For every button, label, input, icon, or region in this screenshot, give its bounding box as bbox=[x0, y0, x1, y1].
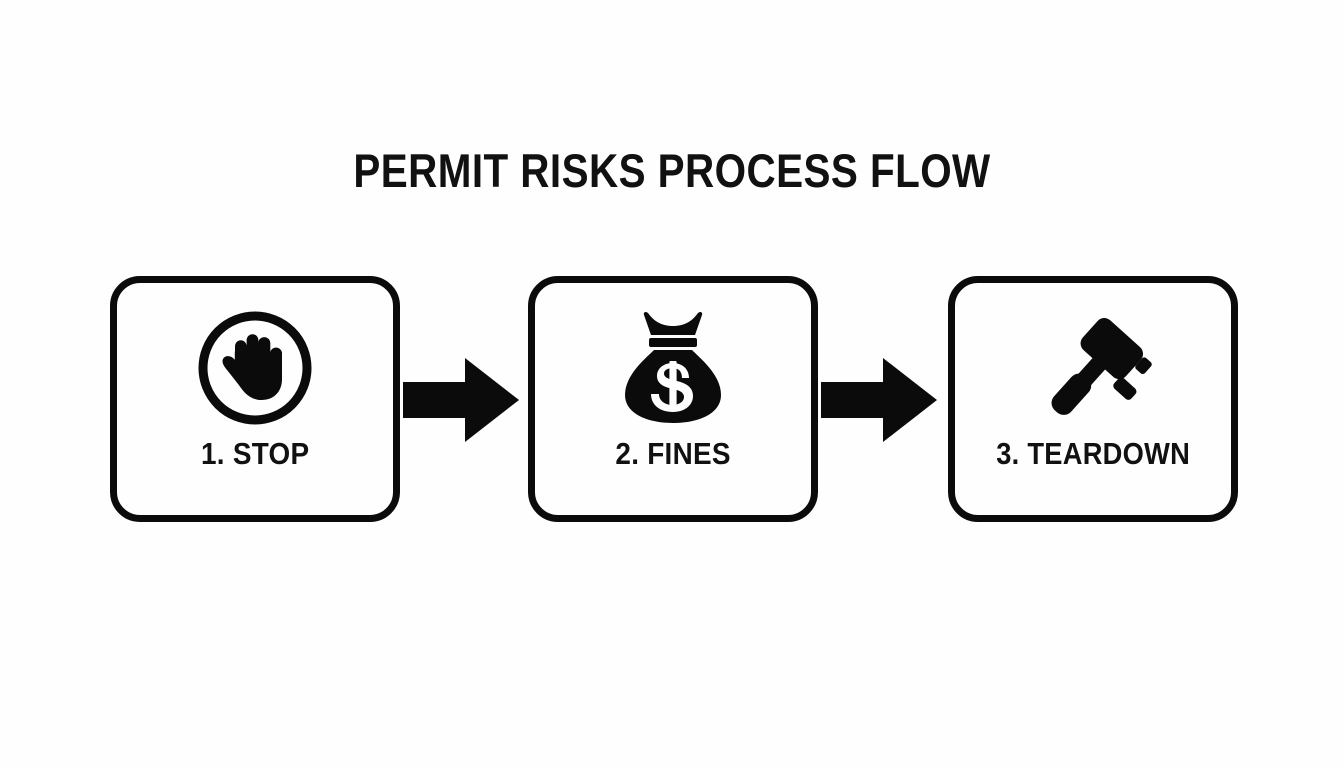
step-label-teardown: 3. TEARDOWN bbox=[996, 436, 1190, 471]
money-bag-icon bbox=[617, 309, 729, 427]
page-title: PERMIT RISKS PROCESS FLOW bbox=[353, 144, 991, 197]
step-label-fines: 2. FINES bbox=[615, 436, 731, 471]
arrow-right-icon-2 bbox=[821, 358, 937, 442]
step-card-fines[interactable]: 2. FINES bbox=[528, 276, 818, 522]
stop-hand-icon bbox=[196, 309, 314, 427]
arrow-right-icon-1 bbox=[403, 358, 519, 442]
step-card-teardown[interactable]: 3. TEARDOWN bbox=[948, 276, 1238, 522]
sledgehammer-icon bbox=[1031, 309, 1155, 427]
step-card-stop[interactable]: 1. STOP bbox=[110, 276, 400, 522]
process-flow-row: 1. STOP bbox=[0, 276, 1344, 526]
step-label-stop: 1. STOP bbox=[200, 436, 310, 471]
